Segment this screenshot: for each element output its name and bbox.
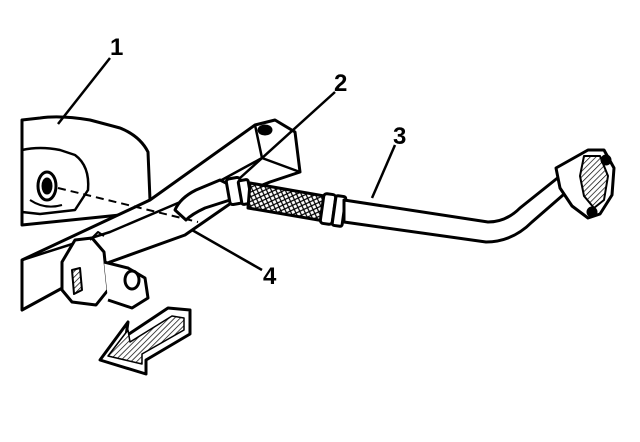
callout-2: 2 bbox=[334, 70, 348, 97]
front-direction-arrow bbox=[98, 306, 192, 376]
leader-2 bbox=[239, 91, 336, 179]
leader-4 bbox=[191, 228, 263, 272]
pipe-elbow bbox=[173, 175, 254, 222]
mount-bracket bbox=[60, 231, 150, 310]
pipe-end-flange bbox=[554, 148, 616, 220]
leader-1 bbox=[57, 57, 111, 125]
callout-4: 4 bbox=[263, 263, 277, 290]
dashed-centerline bbox=[57, 187, 199, 223]
flex-pipe-section bbox=[246, 181, 348, 228]
callout-1: 1 bbox=[110, 34, 124, 61]
callout-3: 3 bbox=[393, 123, 407, 150]
engine-housing bbox=[20, 115, 152, 227]
leader-lines bbox=[57, 57, 397, 272]
leader-3 bbox=[370, 144, 397, 199]
